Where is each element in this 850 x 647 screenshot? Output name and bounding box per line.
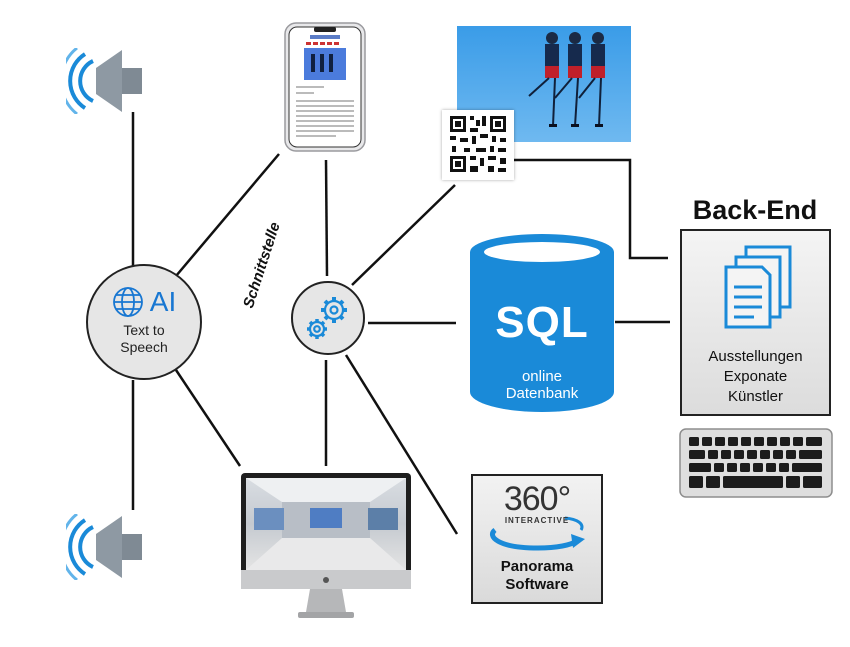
gear-icon <box>307 297 347 339</box>
panorama-360-label: 360° <box>503 480 571 518</box>
database-label: SQL <box>495 298 589 347</box>
globe-icon <box>112 287 143 317</box>
line-gear-qr <box>351 184 456 286</box>
line-ai-phone <box>175 153 280 277</box>
line-gear-panorama <box>344 354 459 535</box>
line-qr-backend <box>512 158 668 260</box>
backend-title: Back-End <box>692 195 818 225</box>
qr-code-icon <box>450 116 506 172</box>
document-stack-icon <box>724 245 792 329</box>
line-phone-gear <box>324 159 329 277</box>
database-sub-label: online Datenbank <box>505 368 579 402</box>
qr-code <box>442 110 514 180</box>
backend-box: Ausstellungen Exponate Künstler <box>680 229 831 416</box>
rotation-arrow-icon <box>490 516 585 551</box>
keyboard-icon <box>679 428 833 498</box>
panorama-software-box: 360° INTERACTIVE Panorama Software <box>471 474 603 604</box>
backend-item-exhibits: Exponate <box>723 368 788 385</box>
speaker-icon <box>66 48 142 114</box>
ai-sub-label: Text to Speech <box>120 322 168 355</box>
backend-item-artists: Künstler <box>727 388 784 405</box>
backend-item-exhibitions: Ausstellungen <box>708 348 803 365</box>
ai-label: AI <box>149 286 177 317</box>
smartphone-icon <box>284 22 366 152</box>
panorama-label: Panorama Software <box>500 558 574 593</box>
interface-gear-node <box>291 281 365 355</box>
speaker-icon <box>66 514 142 580</box>
panorama-interactive-tag: INTERACTIVE <box>504 516 570 525</box>
line-ai-imac <box>174 369 242 467</box>
imac-icon <box>241 473 411 618</box>
ai-text-to-speech-node: AI Text to Speech <box>86 264 202 380</box>
database-cylinder-icon <box>470 234 614 412</box>
